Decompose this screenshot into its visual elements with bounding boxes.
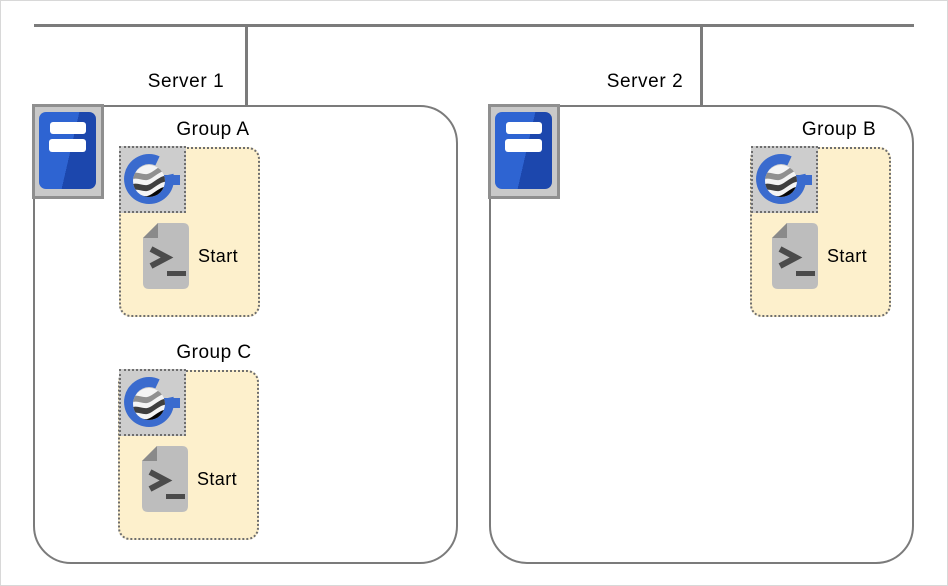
group-a-label: Group A xyxy=(176,119,250,140)
group-b-start-label: Start xyxy=(827,246,868,266)
terminal-script-icon xyxy=(143,223,189,289)
group-a-start-label: Start xyxy=(198,246,239,266)
server-drive-bay xyxy=(505,139,542,152)
server-tower-icon xyxy=(32,104,104,199)
server-1-label: Server 1 xyxy=(147,71,225,92)
server-2-label: Server 2 xyxy=(606,71,684,92)
terminal-script-icon xyxy=(142,446,188,512)
server-tower-body xyxy=(495,112,552,189)
server-1-box xyxy=(33,105,458,564)
group-b-container xyxy=(750,147,891,317)
group-a-container xyxy=(119,147,260,317)
gams-logo-icon xyxy=(119,146,186,213)
group-c-start-label: Start xyxy=(197,469,238,489)
gams-logo-icon xyxy=(119,369,186,436)
gams-logo-icon xyxy=(751,146,818,213)
server-tower-body xyxy=(39,112,96,189)
server-drive-bay xyxy=(50,122,86,134)
server-drive-bay xyxy=(49,139,86,152)
server-tower-icon xyxy=(488,104,560,199)
server-2-connector-line xyxy=(700,26,703,105)
group-b-label: Group B xyxy=(801,119,877,140)
server-drive-bay xyxy=(506,122,542,134)
server-2-box xyxy=(489,105,914,564)
network-bus-line xyxy=(34,24,914,27)
group-c-label: Group C xyxy=(176,342,252,363)
terminal-script-icon xyxy=(772,223,818,289)
server-1-connector-line xyxy=(245,26,248,105)
